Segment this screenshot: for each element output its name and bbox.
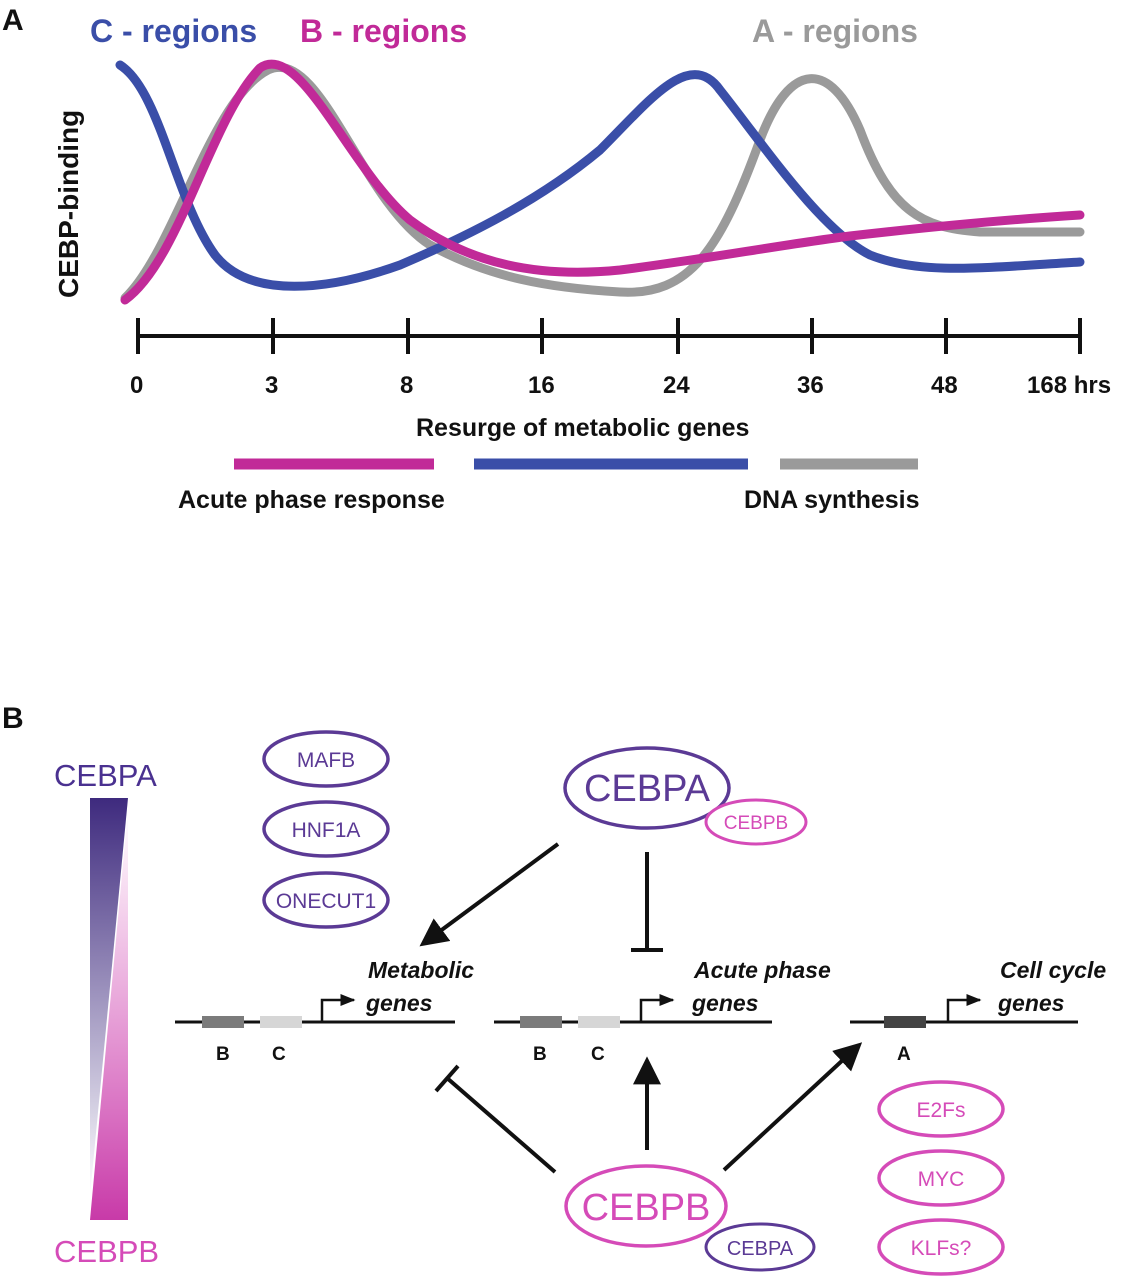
gradient-top-label: CEBPA [54, 758, 157, 793]
gene-locus-metabolic: B C Metabolic genes [175, 957, 474, 1065]
factor-e2fs: E2Fs [877, 1080, 1005, 1138]
legend-a-regions: A - regions [752, 13, 918, 49]
arrow-cebpb-to-cell-cycle [722, 1042, 863, 1172]
site-a-label: A [897, 1044, 911, 1065]
gene-label-cell-line2: genes [997, 990, 1064, 1016]
site-a-box [884, 1016, 926, 1028]
inhibit-bar-metabolic [434, 1064, 460, 1093]
cebpb-partner-label: CEBPB [724, 813, 788, 834]
tick-label-16: 16 [528, 372, 555, 399]
site-b-label: B [533, 1044, 547, 1065]
factor-hnf1a: HNF1A [262, 800, 390, 858]
tick-label-36: 36 [797, 372, 824, 399]
factor-ellipse [877, 1149, 1005, 1207]
cebpa-main-label: CEBPA [584, 768, 711, 810]
factor-myc: MYC [877, 1149, 1005, 1207]
factor-label: KLFs? [911, 1237, 972, 1260]
gene-label-acute-line1: Acute phase [693, 957, 831, 983]
tick-label-24: 24 [663, 372, 690, 399]
tick-label-48: 48 [931, 372, 958, 399]
arrow-cebpa-to-metabolic [419, 842, 560, 947]
tick-label-8: 8 [400, 372, 413, 399]
phase-label-metabolic: Resurge of metabolic genes [416, 414, 749, 442]
cebpb-complex: CEBPB CEBPA [564, 1164, 816, 1272]
site-b-label: B [216, 1044, 230, 1065]
cebpa-complex: CEBPA CEBPB [563, 746, 808, 846]
phase-label-dna: DNA synthesis [744, 486, 920, 514]
cebpa-partner-ellipse [704, 1222, 816, 1272]
gradient-bottom-label: CEBPB [54, 1234, 159, 1269]
promoter-arrow-icon [639, 994, 675, 1022]
factor-ellipse [262, 871, 390, 929]
cebpa-main-ellipse [563, 746, 731, 830]
factor-onecut1: ONECUT1 [262, 871, 390, 929]
inhibit-cebpb-to-metabolic [445, 1076, 557, 1174]
factor-ellipse [262, 800, 390, 858]
panel-b-label: B [2, 702, 24, 735]
gene-label-metabolic-line1: Metabolic [368, 957, 474, 983]
series-line-c-regions [115, 60, 1085, 291]
factor-label: MYC [918, 1168, 965, 1191]
gene-label-metabolic-line2: genes [365, 990, 432, 1016]
factor-klfs: KLFs? [877, 1218, 1005, 1276]
promoter-arrow-icon [946, 994, 982, 1022]
tick-label-3: 3 [265, 372, 278, 399]
time-axis-ticks [136, 318, 1082, 354]
y-axis-label: CEBP-binding [53, 110, 84, 298]
factor-label: MAFB [297, 749, 355, 772]
gene-locus-cell-cycle: A Cell cycle genes [850, 957, 1106, 1065]
cebpa-partner-label: CEBPA [727, 1238, 794, 1260]
cebpb-gradient-wedge [90, 810, 128, 1220]
site-c-box [578, 1016, 620, 1028]
gene-label-acute-line2: genes [691, 990, 758, 1016]
factor-ellipse [877, 1080, 1005, 1138]
series-line-b-regions [120, 59, 1085, 305]
site-c-box [260, 1016, 302, 1028]
site-b-box [202, 1016, 244, 1028]
factor-mafb: MAFB [262, 730, 390, 788]
panel-a-label: A [2, 4, 24, 37]
tick-label-0: 0 [130, 372, 143, 399]
factor-label: E2Fs [916, 1099, 965, 1122]
gene-label-cell-line1: Cell cycle [1000, 957, 1106, 983]
factor-label: ONECUT1 [276, 890, 376, 913]
cebpb-partner-ellipse [704, 798, 808, 846]
cebpb-main-label: CEBPB [582, 1187, 711, 1229]
site-b-box [520, 1016, 562, 1028]
promoter-arrow-icon [320, 994, 356, 1022]
factor-label: HNF1A [292, 819, 361, 842]
cebpa-gradient-wedge [90, 798, 128, 1196]
legend-b-regions: B - regions [300, 13, 467, 49]
gene-locus-acute: B C Acute phase genes [494, 957, 831, 1065]
tick-label-168-hrs: 168 hrs [1027, 372, 1111, 399]
factor-ellipse [877, 1218, 1005, 1276]
cebpb-main-ellipse [564, 1164, 728, 1248]
series-line-a-regions [120, 62, 1085, 303]
site-c-label: C [591, 1044, 605, 1065]
legend-c-regions: C - regions [90, 13, 257, 49]
site-c-label: C [272, 1044, 286, 1065]
phase-label-acute: Acute phase response [178, 486, 445, 514]
factor-ellipse [262, 730, 390, 788]
